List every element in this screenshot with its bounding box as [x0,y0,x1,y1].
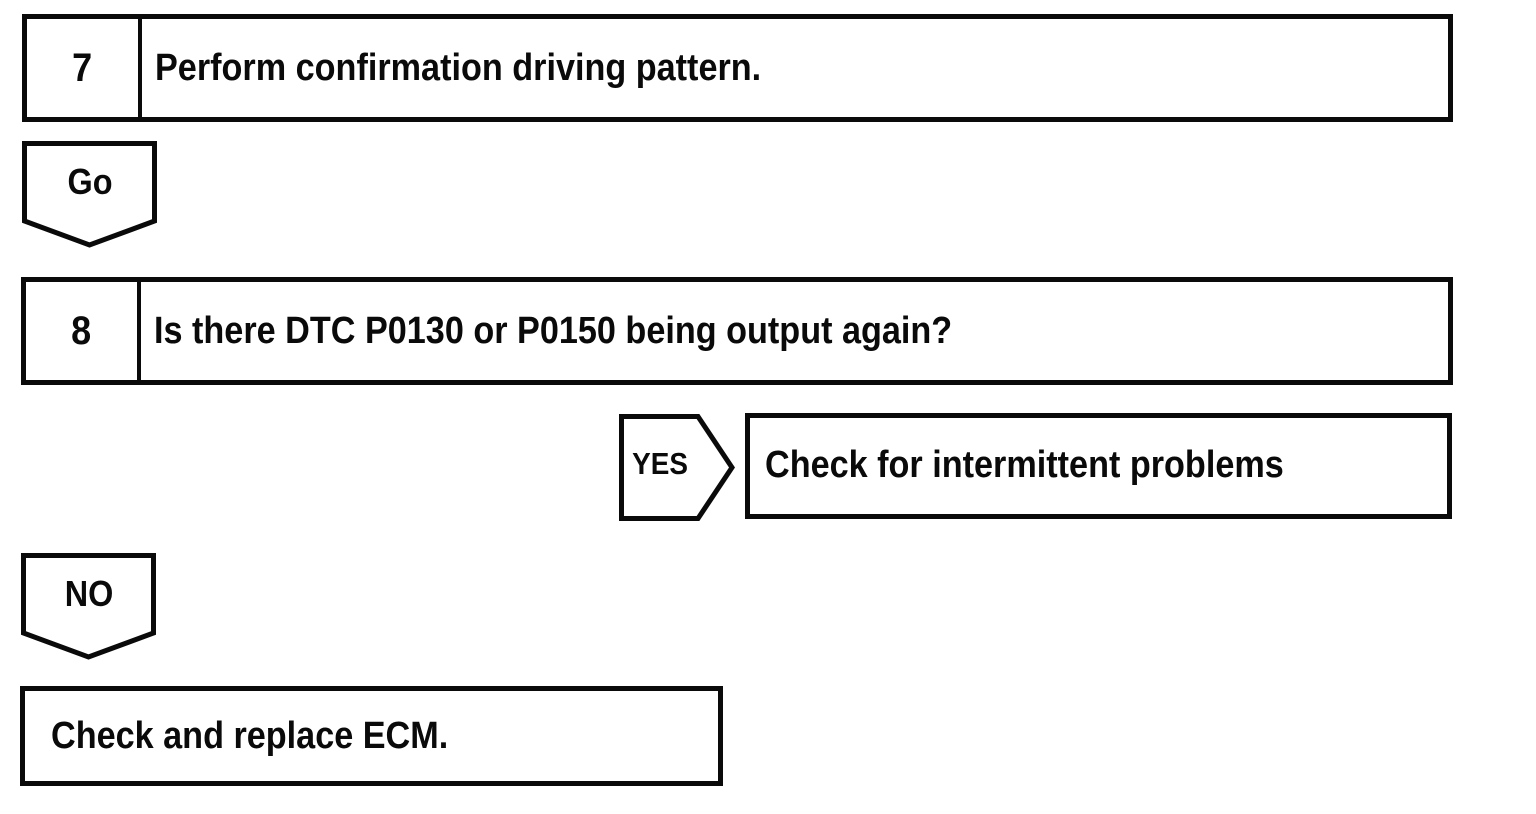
step-8-box: 8 Is there DTC P0130 or P0150 being outp… [21,277,1453,385]
go-label: Go [67,160,112,202]
yes-label: YES [632,445,688,481]
pentagon-down-icon [22,141,157,248]
go-connector: Go [22,141,157,248]
step-8-number-cell: 8 [26,282,141,380]
no-action-box: Check and replace ECM. [20,686,723,786]
step-7-instruction: Perform confirmation driving pattern. [155,46,762,89]
step-8-text-cell: Is there DTC P0130 or P0150 being output… [141,282,1448,380]
step-8-number: 8 [71,308,92,353]
no-action-text: Check and replace ECM. [51,714,449,757]
no-label: NO [64,572,113,614]
step-7-box: 7 Perform confirmation driving pattern. [22,14,1453,122]
pentagon-down-icon [21,553,156,660]
step-7-text-cell: Perform confirmation driving pattern. [142,19,1448,117]
step-7-number: 7 [72,45,93,90]
no-connector: NO [21,553,156,660]
yes-action-text: Check for intermittent problems [765,444,1284,486]
step-8-question: Is there DTC P0130 or P0150 being output… [154,309,953,352]
yes-action-box: Check for intermittent problems [745,413,1452,519]
pentagon-right-icon [619,414,735,521]
step-7-number-cell: 7 [27,19,142,117]
yes-connector: YES [619,414,735,521]
